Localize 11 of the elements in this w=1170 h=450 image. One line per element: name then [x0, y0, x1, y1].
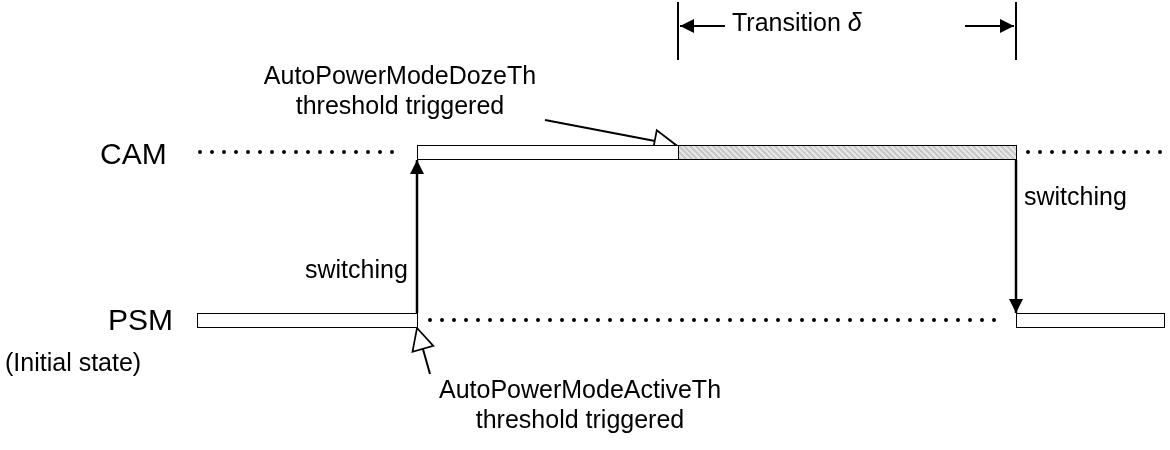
- arrow: [1009, 160, 1023, 313]
- state-bar: [417, 145, 679, 160]
- shaded-state-bar: [678, 145, 1017, 160]
- callout-arrow: [411, 327, 435, 375]
- state-bar: [197, 313, 418, 328]
- edge-label: switching: [305, 255, 408, 284]
- callout-text: AutoPowerModeActiveTh threshold triggered: [430, 374, 730, 434]
- edge-label: switching: [1024, 182, 1127, 211]
- callout-text: AutoPowerModeDozeTh threshold triggered: [255, 60, 545, 120]
- arrow: [410, 160, 424, 313]
- state-bar: [1016, 313, 1165, 328]
